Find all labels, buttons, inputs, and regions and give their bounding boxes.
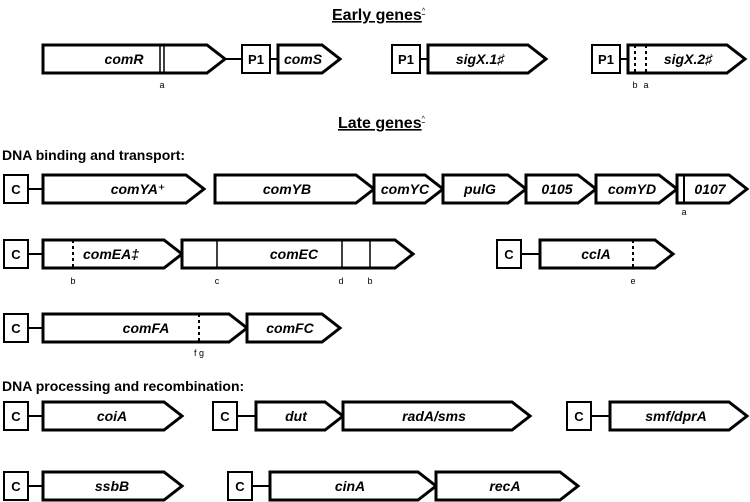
promoter-label-c: C bbox=[574, 409, 584, 424]
gene-arrow-coiA bbox=[41, 400, 185, 432]
gene-label-0105: 0105 bbox=[541, 181, 572, 197]
gene-arrow-comYA bbox=[41, 173, 207, 205]
gene-arrow-dut bbox=[254, 400, 346, 432]
gene-label-comYB: comYB bbox=[263, 181, 311, 197]
promoter-label-p1: P1 bbox=[248, 52, 264, 67]
promoter-label-c: C bbox=[11, 321, 21, 336]
gene-arrow-comEC bbox=[180, 238, 416, 270]
gene-arrow-comYB bbox=[213, 173, 377, 205]
gene-arrow-comR bbox=[41, 43, 228, 75]
promoter-label-p1: P1 bbox=[398, 52, 414, 67]
gene-arrow-cinA bbox=[268, 470, 439, 502]
gene-label-comYA: comYA⁺ bbox=[111, 181, 166, 197]
promoter-label-c: C bbox=[11, 409, 21, 424]
gene-arrow-radA bbox=[341, 400, 533, 432]
site-label-b: b bbox=[632, 80, 637, 90]
site-label-c: c bbox=[215, 276, 220, 286]
promoter-label-c: C bbox=[11, 247, 21, 262]
promoter-box-c bbox=[3, 174, 29, 204]
gene-arrow-0107 bbox=[675, 173, 750, 205]
promoter-label-c: C bbox=[235, 479, 245, 494]
gene-arrow-pulG bbox=[441, 173, 529, 205]
gene-arrow-comEA bbox=[41, 238, 185, 270]
gene-label-comEC: comEC bbox=[270, 246, 319, 262]
gene-label-sigX2: sigX.2♯ bbox=[664, 51, 713, 67]
promoter-box-p1 bbox=[241, 44, 271, 74]
gene-arrow-comFC bbox=[245, 312, 343, 344]
gene-arrow-recA bbox=[434, 470, 581, 502]
gene-label-comS: comS bbox=[284, 51, 323, 67]
gene-arrow-comYD bbox=[594, 173, 680, 205]
gene-arrow-0105 bbox=[524, 173, 599, 205]
section-dna-processing-recombination: DNA processing and recombination: bbox=[2, 378, 244, 394]
gene-arrow-smf bbox=[608, 400, 750, 432]
promoter-box-c bbox=[3, 239, 29, 269]
gene-label-comEA: comEA‡ bbox=[83, 246, 139, 262]
gene-label-comYD: comYD bbox=[608, 181, 656, 197]
gene-label-coiA: coiA bbox=[97, 408, 127, 424]
site-label-fg: f g bbox=[194, 348, 204, 358]
site-label-b: b bbox=[367, 276, 372, 286]
promoter-label-c: C bbox=[504, 247, 514, 262]
section-dna-binding-transport: DNA binding and transport: bbox=[2, 147, 185, 163]
site-label-b: b bbox=[70, 276, 75, 286]
gene-label-dut: dut bbox=[285, 408, 308, 424]
promoter-label-c: C bbox=[11, 479, 21, 494]
gene-arrow-comS bbox=[276, 43, 343, 75]
gene-label-cinA: cinA bbox=[335, 478, 365, 494]
promoter-label-p1: P1 bbox=[598, 52, 614, 67]
title-late-genes: Late genes^ bbox=[338, 115, 426, 132]
gene-label-0107: 0107 bbox=[694, 181, 726, 197]
site-label-e: e bbox=[630, 276, 635, 286]
gene-label-recA: recA bbox=[489, 478, 520, 494]
promoter-box-c bbox=[496, 239, 522, 269]
gene-label-smf-dprA: smf/dprA bbox=[645, 408, 706, 424]
gene-label-pulG: pulG bbox=[463, 181, 496, 197]
site-label-a: a bbox=[643, 80, 648, 90]
site-label-a: a bbox=[681, 207, 686, 217]
gene-label-sigX1: sigX.1♯ bbox=[456, 51, 505, 67]
gene-arrow-sigX2 bbox=[626, 43, 748, 75]
gene-label-radA-sms: radA/sms bbox=[402, 408, 466, 424]
promoter-box-c bbox=[3, 313, 29, 343]
promoter-label-c: C bbox=[11, 182, 21, 197]
gene-label-comFA: comFA bbox=[123, 320, 170, 336]
gene-label-comR: comR bbox=[105, 51, 145, 67]
gene-arrow-ssbB bbox=[41, 470, 185, 502]
gene-label-comFC: comFC bbox=[266, 320, 314, 336]
gene-arrow-cclA bbox=[538, 238, 676, 270]
promoter-label-c: C bbox=[220, 409, 230, 424]
gene-arrow-comYC bbox=[372, 173, 446, 205]
gene-label-ssbB: ssbB bbox=[95, 478, 129, 494]
gene-label-cclA: cclA bbox=[581, 246, 611, 262]
site-label-a: a bbox=[159, 80, 164, 90]
site-label-d: d bbox=[338, 276, 343, 286]
gene-label-comYC: comYC bbox=[381, 181, 430, 197]
title-early-genes: Early genes^ bbox=[332, 7, 426, 24]
promoter-box-p1 bbox=[391, 44, 421, 74]
promoter-box-c bbox=[3, 471, 29, 501]
gene-arrow-sigX1 bbox=[426, 43, 549, 75]
